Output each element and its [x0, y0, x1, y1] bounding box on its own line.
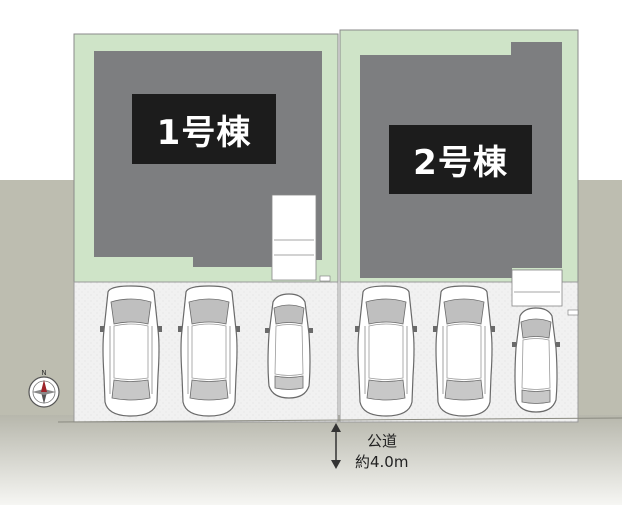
compass-icon: N: [28, 369, 60, 408]
lot-1-entrance: [271, 194, 317, 281]
road-width-arrow: [331, 423, 341, 469]
lot-1-label: 1号棟: [132, 94, 276, 164]
road-name-label: 公道: [367, 432, 398, 450]
parked-car-compact: [511, 307, 561, 413]
parked-car-compact: [264, 293, 314, 399]
compass-north-label: N: [41, 369, 46, 377]
parked-car: [354, 285, 418, 417]
parked-car: [432, 285, 496, 417]
road-width-label: 約4.0m: [355, 453, 409, 471]
parked-car: [177, 285, 241, 417]
lot-2-label: 2号棟: [389, 125, 532, 194]
public-road: [0, 415, 622, 505]
parked-car: [99, 285, 163, 417]
